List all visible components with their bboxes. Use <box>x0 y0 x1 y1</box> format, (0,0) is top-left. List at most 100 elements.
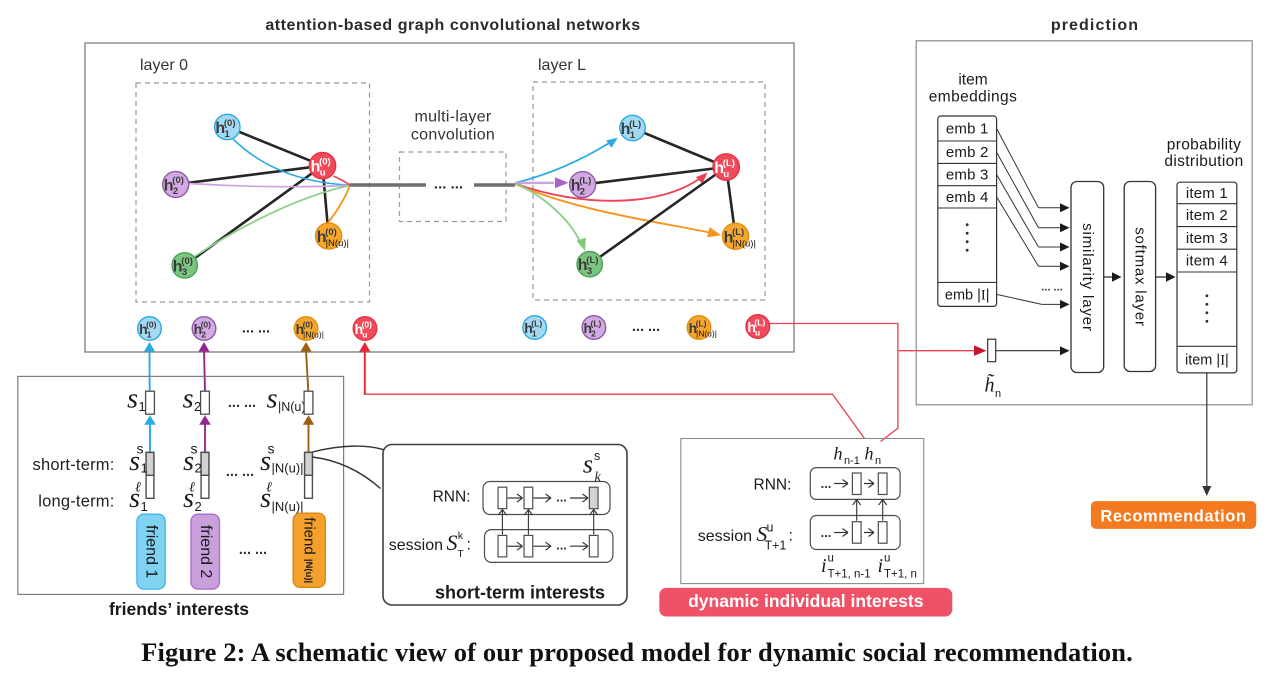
svg-text:h: h <box>311 159 321 176</box>
svg-text:2: 2 <box>591 328 596 338</box>
svg-text:emb 1: emb 1 <box>946 121 989 138</box>
svg-text:n: n <box>875 455 881 467</box>
svg-text:item |I|: item |I| <box>1185 353 1229 369</box>
svg-text:short-term:: short-term: <box>33 456 115 474</box>
svg-text:friend |N(u)|: friend |N(u)| <box>301 517 318 583</box>
svg-text:convolution: convolution <box>411 127 495 144</box>
svg-text:(L): (L) <box>579 175 591 186</box>
svg-text:1: 1 <box>141 499 148 514</box>
svg-text:(L): (L) <box>629 119 641 130</box>
svg-text:h: h <box>584 320 593 336</box>
svg-text:h: h <box>747 319 756 335</box>
svg-text:item: item <box>958 72 987 89</box>
svg-text:k: k <box>595 470 602 485</box>
svg-text:multi-layer: multi-layer <box>414 109 491 126</box>
svg-text:session: session <box>698 528 752 545</box>
svg-text:...: ... <box>556 490 567 505</box>
svg-text:h: h <box>834 444 843 464</box>
svg-text:u: u <box>362 329 367 339</box>
svg-text:s: s <box>129 446 140 477</box>
svg-text:(L): (L) <box>531 319 542 329</box>
svg-text:ℓ: ℓ <box>135 481 141 496</box>
svg-text:s: s <box>129 483 140 514</box>
svg-text:h: h <box>621 121 631 138</box>
svg-text:h: h <box>296 321 305 337</box>
svg-text:(0): (0) <box>303 320 314 330</box>
svg-text:(0): (0) <box>224 118 236 129</box>
svg-text:emb |I|: emb |I| <box>945 287 990 303</box>
svg-text:s: s <box>583 450 593 479</box>
svg-text:2: 2 <box>173 186 178 197</box>
svg-text::: : <box>467 537 471 554</box>
svg-text:probability: probability <box>1167 137 1242 154</box>
svg-text:(0): (0) <box>181 256 193 267</box>
svg-text:item 4: item 4 <box>1186 253 1228 270</box>
svg-text:(L): (L) <box>754 318 765 328</box>
svg-text:emb 4: emb 4 <box>946 189 989 206</box>
svg-text:Figure 2: A schematic view of: Figure 2: A schematic view of our propos… <box>141 637 1133 667</box>
svg-text:u: u <box>767 521 774 535</box>
svg-text:ℓ: ℓ <box>189 481 195 496</box>
svg-text:u: u <box>723 169 729 180</box>
svg-text:(L): (L) <box>591 319 602 329</box>
svg-text:(0): (0) <box>325 227 337 238</box>
svg-text:T+1, n-1: T+1, n-1 <box>828 569 871 581</box>
svg-text:h: h <box>317 229 327 246</box>
svg-text::: : <box>789 528 793 545</box>
svg-text:h: h <box>865 444 874 464</box>
svg-text:layer 0: layer 0 <box>140 57 188 74</box>
svg-text:h: h <box>724 229 734 246</box>
svg-text:s: s <box>127 384 138 415</box>
svg-text:1: 1 <box>147 329 152 339</box>
svg-text:h: h <box>139 321 148 337</box>
svg-text:ℓ: ℓ <box>266 481 272 496</box>
svg-text:(L): (L) <box>586 255 598 266</box>
svg-text:s: s <box>183 446 194 477</box>
svg-text:(0): (0) <box>201 320 212 330</box>
svg-text:|N(u)|: |N(u)| <box>278 400 309 414</box>
svg-text:friend 2: friend 2 <box>197 525 214 578</box>
svg-text:i: i <box>821 555 827 577</box>
svg-text:h: h <box>173 258 183 275</box>
svg-text:h: h <box>524 320 533 336</box>
svg-text:RNN:: RNN: <box>754 477 792 494</box>
svg-text:3: 3 <box>182 267 187 278</box>
svg-text:|N(u)|: |N(u)| <box>326 238 349 249</box>
svg-text:n: n <box>995 388 1001 400</box>
svg-text:attention-based graph convolut: attention-based graph convolutional netw… <box>265 17 640 34</box>
svg-text:2: 2 <box>580 186 585 197</box>
svg-text:|N(u)|: |N(u)| <box>303 330 324 340</box>
svg-text:(0): (0) <box>172 175 184 186</box>
svg-text:emb 2: emb 2 <box>946 144 989 161</box>
svg-text:softmax layer: softmax layer <box>1132 227 1149 327</box>
svg-text:s: s <box>183 384 194 415</box>
svg-text:item 2: item 2 <box>1186 207 1228 224</box>
svg-text:... ...: ... ... <box>242 321 270 337</box>
svg-text:3: 3 <box>587 266 592 277</box>
svg-text:item 3: item 3 <box>1186 230 1228 247</box>
svg-text:|N(u)|: |N(u)| <box>733 239 756 250</box>
svg-text:h̃: h̃ <box>985 373 995 397</box>
svg-text:similarity layer: similarity layer <box>1079 223 1096 332</box>
svg-text:h: h <box>689 320 698 336</box>
svg-text:distribution: distribution <box>1164 153 1243 170</box>
svg-text:h: h <box>164 177 174 194</box>
svg-text:2: 2 <box>195 499 202 514</box>
svg-text:s: s <box>137 441 144 457</box>
svg-text:item 1: item 1 <box>1186 185 1228 202</box>
svg-text:s: s <box>260 446 271 477</box>
svg-text:prediction: prediction <box>1051 17 1139 34</box>
svg-text:(0): (0) <box>146 320 157 330</box>
svg-text:|N(u)|: |N(u)| <box>272 461 304 476</box>
svg-text:(L): (L) <box>696 319 707 329</box>
svg-text:... ...: ... ... <box>226 464 254 480</box>
svg-text:|N(u)|: |N(u)| <box>272 499 304 514</box>
svg-text:1: 1 <box>532 328 537 338</box>
svg-text:...: ... <box>821 476 832 491</box>
svg-text:h: h <box>578 257 588 274</box>
svg-text:1: 1 <box>225 129 231 140</box>
svg-text:h: h <box>355 321 364 337</box>
svg-text:friend 1: friend 1 <box>143 525 160 578</box>
svg-text:h: h <box>714 160 724 177</box>
svg-text:s: s <box>594 449 600 463</box>
